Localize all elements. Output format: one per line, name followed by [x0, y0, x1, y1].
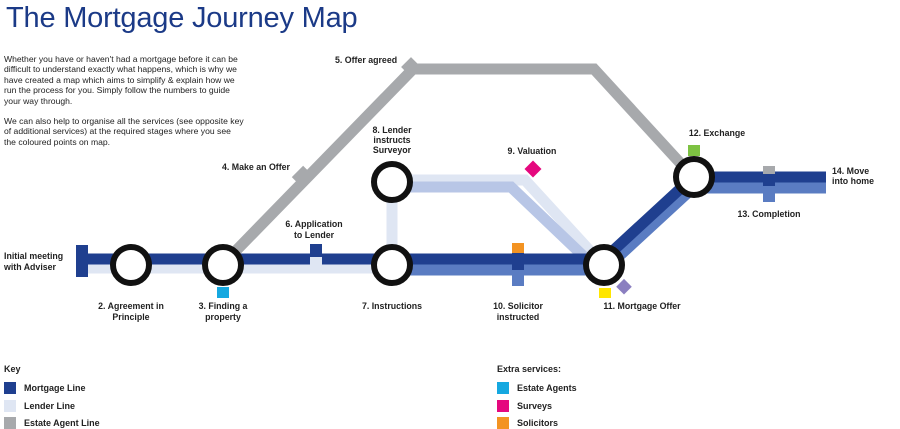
label-s5: 5. Offer agreed [335, 55, 397, 65]
completion-marker-top [763, 166, 775, 174]
mortgage-line [82, 171, 826, 265]
key-item-label: Mortgage Line [24, 383, 86, 393]
application-marker [310, 244, 322, 257]
estate-agents-swatch [497, 382, 509, 394]
solicitors-swatch [497, 417, 509, 429]
surveys-swatch [497, 400, 509, 412]
key-item-label: Lender Line [24, 401, 76, 411]
label-s13: 13. Completion [737, 209, 800, 219]
extra-item-label: Surveys [517, 401, 553, 411]
solicitor-marker-lower [512, 270, 524, 286]
extra-item-label: Solicitors [517, 418, 559, 428]
exchange-service-marker [688, 145, 700, 156]
station-11-circle[interactable] [583, 244, 625, 286]
application-marker-lower [310, 257, 322, 271]
mortgage-offer-extra-marker [616, 278, 632, 295]
extra-item-surveys: Surveys [497, 400, 552, 412]
label-s7: 7. Instructions [362, 301, 422, 311]
mortgage-line-swatch [4, 382, 16, 394]
extra-item-solicitors: Solicitors [497, 417, 558, 429]
offer-agreed-marker [401, 57, 421, 77]
solicitors-service-marker [512, 243, 524, 253]
initial-meeting-terminus [76, 245, 88, 277]
station-12-circle[interactable] [673, 156, 715, 198]
intro-paragraph-1: Whether you have or haven't had a mortga… [4, 54, 238, 106]
key-item-mortgage-line: Mortgage Line [4, 382, 86, 394]
lender-line-swatch [4, 400, 16, 412]
label-s4: 4. Make an Offer [222, 162, 291, 172]
make-offer-marker [291, 165, 311, 185]
label-s12: 12. Exchange [689, 128, 745, 138]
station-2-circle[interactable] [110, 244, 152, 286]
key-item-estate-agent-line: Estate Agent Line [4, 417, 100, 429]
lender-line-surveyor [386, 174, 607, 268]
page-title: The Mortgage Journey Map [6, 2, 358, 34]
estate-agents-service-marker [217, 287, 229, 298]
label-s9: 9. Valuation [508, 146, 557, 156]
extra-item-estate-agents: Estate Agents [497, 382, 577, 394]
completion-marker-lower [763, 186, 775, 202]
extra-item-label: Estate Agents [517, 383, 577, 393]
label-s11: 11. Mortgage Offer [603, 301, 681, 311]
mortgage-offer-service-marker [599, 288, 611, 298]
lender-line-valuation [392, 181, 602, 274]
key-title: Key [4, 364, 21, 374]
station-7-circle[interactable] [371, 244, 413, 286]
extra-services-title: Extra services: [497, 364, 562, 374]
key-item-label: Estate Agent Line [24, 418, 100, 428]
station-8-circle[interactable] [371, 161, 413, 203]
surveys-service-marker [524, 160, 542, 178]
estate-agent-line-swatch [4, 417, 16, 429]
key-item-lender-line: Lender Line [4, 400, 75, 412]
solicitor-line [392, 182, 826, 276]
station-3-circle[interactable] [202, 244, 244, 286]
intro-paragraph-2: We can also help to organise all the ser… [4, 116, 244, 147]
